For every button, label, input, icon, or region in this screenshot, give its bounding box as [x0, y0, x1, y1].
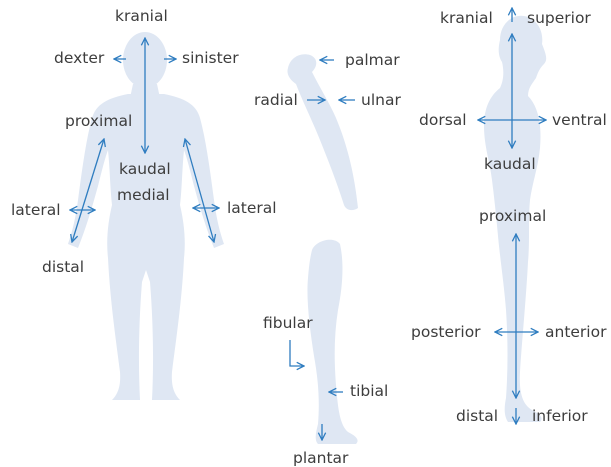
label-dorsal: dorsal	[419, 113, 467, 129]
label-tibial: tibial	[350, 384, 388, 400]
label-dexter: dexter	[54, 51, 104, 67]
arm-silhouette	[287, 54, 358, 210]
label-front-proximal: proximal	[65, 114, 132, 130]
label-fibular: fibular	[263, 316, 313, 332]
label-anterior: anterior	[545, 325, 606, 341]
label-ventral: ventral	[552, 113, 607, 129]
label-medial: medial	[117, 188, 170, 204]
label-sinister: sinister	[182, 51, 239, 67]
label-lateral-right: lateral	[227, 201, 277, 217]
label-palmar: palmar	[345, 53, 400, 69]
label-side-distal: distal	[456, 409, 498, 425]
label-side-kaudal: kaudal	[484, 157, 536, 173]
label-radial: radial	[254, 93, 298, 109]
label-front-kaudal: kaudal	[119, 162, 171, 178]
label-front-kranial: kranial	[115, 9, 168, 25]
label-inferior: inferior	[532, 409, 588, 425]
label-plantar: plantar	[293, 451, 348, 467]
label-ulnar: ulnar	[361, 93, 401, 109]
label-side-proximal: proximal	[479, 209, 546, 225]
label-posterior: posterior	[411, 325, 481, 341]
arrow-fibular	[290, 340, 304, 366]
label-superior: superior	[527, 11, 591, 27]
leg-silhouette	[307, 240, 357, 444]
label-lateral-left: lateral	[11, 203, 61, 219]
front-body-silhouette	[68, 32, 224, 400]
label-side-kranial: kranial	[440, 11, 493, 27]
label-front-distal: distal	[42, 260, 84, 276]
